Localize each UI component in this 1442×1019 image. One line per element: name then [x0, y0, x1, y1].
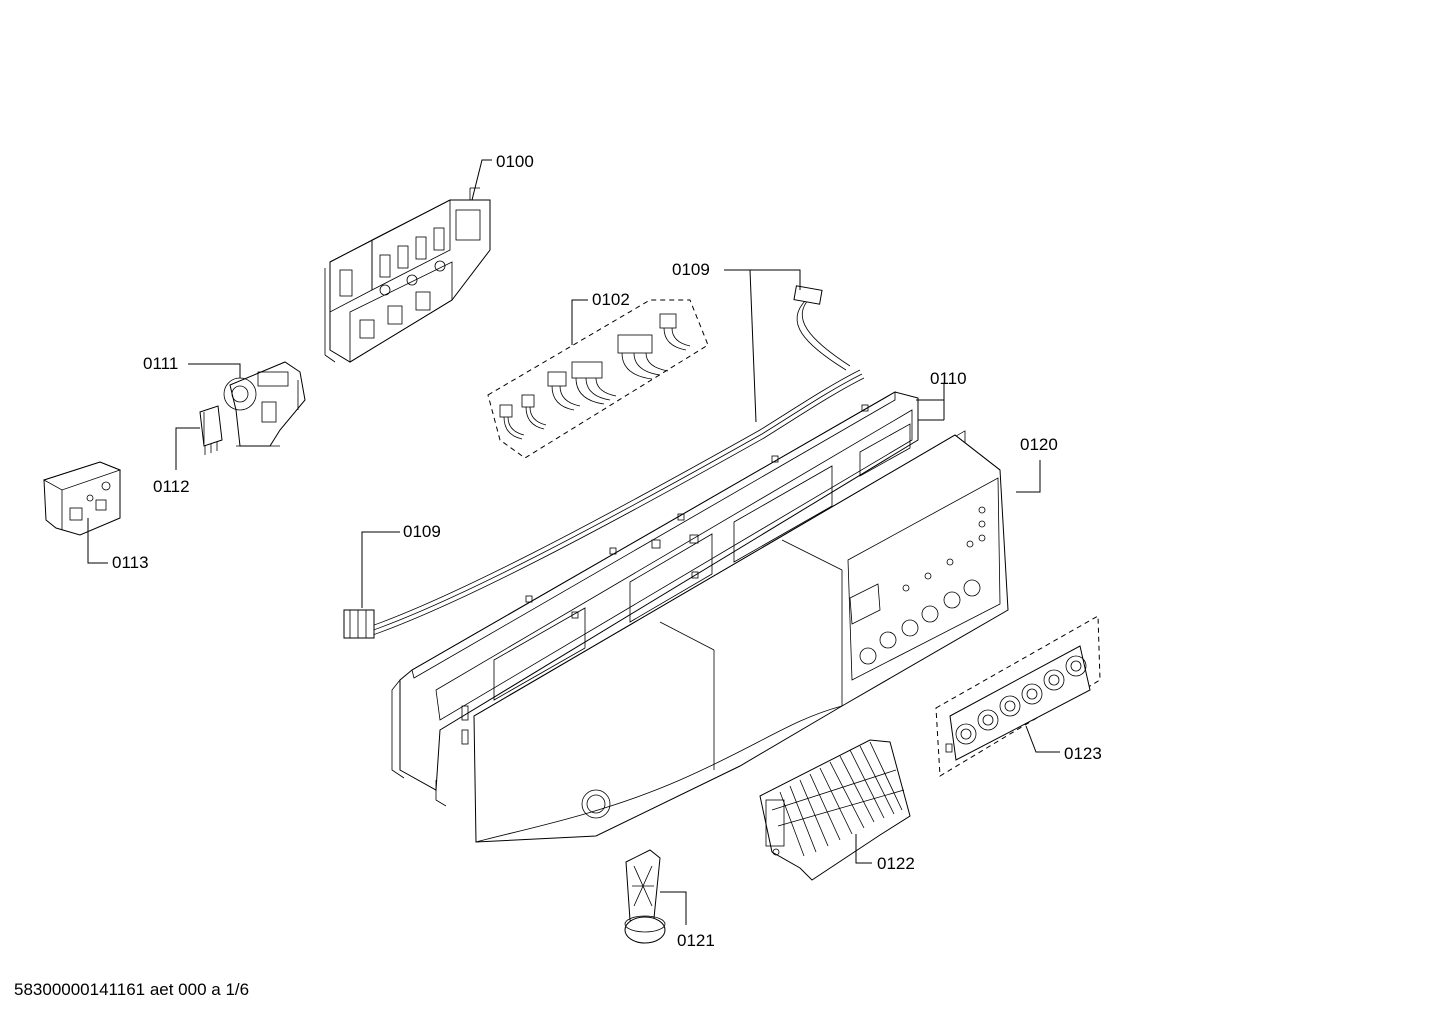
part-number-0123: 0123: [1064, 744, 1102, 763]
part-number-0102: 0102: [592, 290, 630, 309]
door-switch-part: [223, 361, 306, 447]
button-strip-part: [935, 615, 1101, 777]
frame-panel-part: [391, 391, 966, 807]
part-number-0109-upper: 0109: [672, 260, 710, 279]
connector-set-part: [487, 299, 709, 459]
relay-block-part: [42, 461, 122, 536]
button-comb-part: [759, 739, 911, 881]
part-number-0109-lower: 0109: [403, 522, 441, 541]
front-fascia-panel-part: [473, 434, 1009, 843]
part-number-0113: 0113: [112, 553, 149, 572]
wiring-harness-part: [343, 285, 865, 639]
small-module-part: [199, 405, 223, 455]
part-number-0110: 0110: [930, 369, 967, 388]
part-number-0121: 0121: [677, 931, 715, 950]
part-number-0112: 0112: [153, 477, 190, 496]
knob-lever-part: [624, 849, 666, 944]
part-number-0122: 0122: [877, 854, 915, 873]
part-number-0120: 0120: [1020, 435, 1058, 454]
part-number-0100: 0100: [496, 152, 534, 171]
part-number-0111: 0111: [143, 354, 178, 373]
document-id-footer: 58300000141161 aet 000 a 1/6: [14, 980, 250, 999]
control-module-part: [324, 187, 491, 363]
